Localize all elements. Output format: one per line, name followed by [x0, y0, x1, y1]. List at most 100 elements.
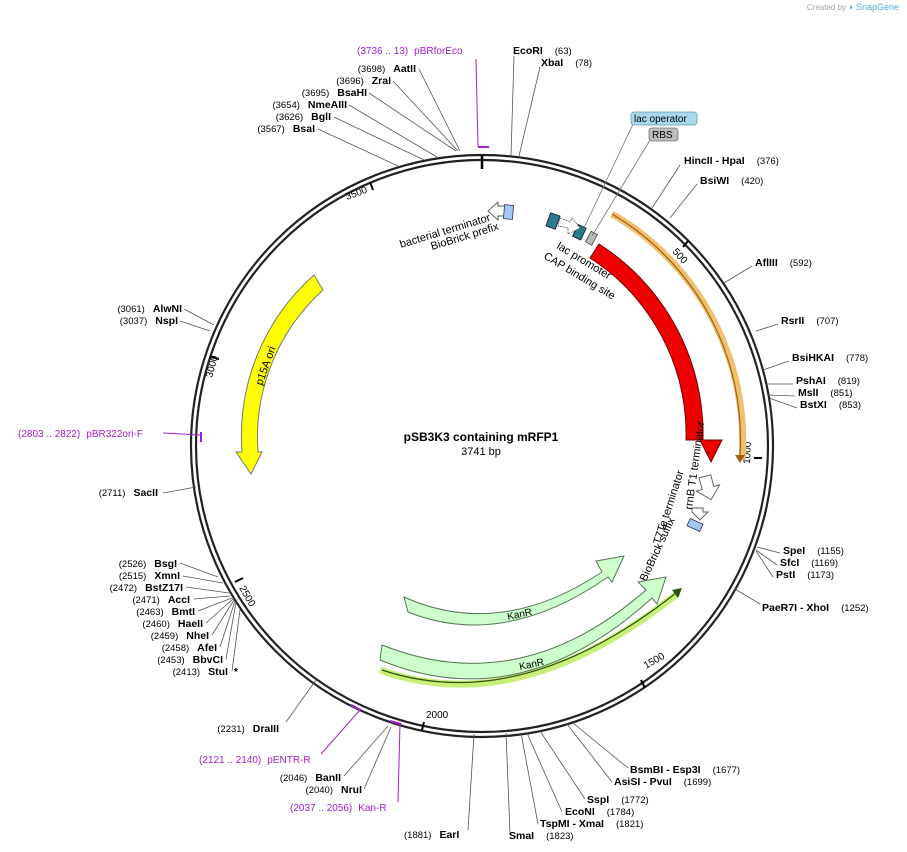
leader-bsahi	[368, 92, 457, 152]
leader-banii	[343, 725, 389, 777]
tick-1500	[640, 679, 646, 689]
biobrick-suffix-box	[686, 517, 704, 533]
site-nspi: (3037)NspI	[120, 315, 178, 327]
leader-nhei	[211, 599, 235, 636]
site-acci: (2471)AccI	[132, 594, 190, 606]
site-sacii: (2711)SacII	[99, 487, 158, 499]
site-xmni: (2515)XmnI	[119, 570, 180, 582]
leader-sspi	[539, 730, 586, 800]
tick-3000	[210, 356, 220, 360]
site-zrai: (3696)ZraI	[336, 75, 391, 87]
site-tspmi-xmai: TspMI - XmaI(1821)	[540, 818, 643, 830]
tick-2500	[234, 577, 244, 583]
leader-xbai	[518, 66, 541, 157]
primer-line-kanr	[397, 723, 401, 803]
kanr-label-outer: KanR	[518, 657, 545, 673]
site-bsai: (3567)BsaI	[257, 123, 315, 135]
credit: Created by ◗ SnapGene	[807, 2, 899, 12]
primer-mark-pentr	[350, 704, 362, 711]
lac-operator-tag	[630, 111, 698, 126]
leader-smai	[505, 732, 511, 835]
kanr-label-inner: KanR	[506, 607, 533, 623]
leader-nrui	[363, 726, 392, 790]
rbs-box	[584, 230, 598, 246]
site-pshai: PshAI(819)	[796, 375, 860, 387]
primer-line-pbrforeco	[475, 58, 479, 148]
site-sspi: SspI(1772)	[587, 794, 649, 806]
primer-pentr-r: (2121 .. 2140)pENTR-R	[199, 755, 311, 766]
leader-spei	[756, 546, 781, 554]
site-bsahi: (3695)BsaHI	[302, 87, 367, 99]
leader-aatii	[418, 68, 461, 152]
kanr-arrow-inner	[403, 555, 625, 626]
site-afei: (2458)AfeI	[162, 642, 217, 654]
tick-label-2000: 2000	[426, 710, 449, 721]
lac-operator-line	[583, 121, 635, 229]
leader-afliii	[723, 265, 753, 284]
leader-eari	[467, 733, 475, 831]
primer-pbr322ori-f: (2803 .. 2822)pBR322ori-F	[18, 429, 143, 440]
leader-sacii	[162, 486, 197, 494]
leader-bstz17i	[185, 586, 230, 594]
site-msli: MslI(851)	[798, 387, 853, 399]
leader-hincii	[651, 164, 681, 209]
lac-operator-box	[545, 212, 561, 230]
sites-left: (3698)AatII (3696)ZraI (3695)BsaHI (3654…	[99, 63, 416, 796]
tick-2000	[421, 721, 425, 731]
leader-alwni	[183, 308, 215, 326]
leader-ecori	[510, 55, 515, 156]
site-paer7i-xhoi: PaeR7I - XhoI(1252)	[762, 602, 869, 614]
leader-rsrii	[755, 323, 779, 332]
highlight-arc-green-line	[381, 592, 677, 684]
leader-bsiwi	[669, 183, 698, 219]
primer-mark-kanr	[389, 720, 402, 725]
leader-bstxi	[768, 397, 798, 409]
leader-stui	[231, 609, 241, 672]
site-spei: SpeI(1155)	[783, 545, 844, 557]
tick-label-1000: 1000	[742, 441, 754, 464]
highlight-arc-orange-arrow	[735, 455, 745, 463]
rbs-tag-label: RBS	[652, 130, 673, 141]
site-smai: SmaI(1823)	[509, 830, 574, 842]
leader-bmti	[197, 597, 233, 612]
leader-bsgi	[179, 562, 219, 578]
leader-tspmi	[520, 732, 539, 825]
leader-msli	[767, 394, 796, 397]
site-stui: (2413)StuI*	[173, 666, 239, 678]
highlight-arc-orange-line	[611, 213, 742, 456]
leader-acci	[193, 595, 231, 600]
tick-500	[682, 240, 689, 248]
site-haeii: (2460)HaeII	[142, 618, 203, 630]
site-nrui: (2040)NruI	[306, 784, 363, 796]
rbs-line	[591, 139, 651, 237]
leader-zrai	[392, 80, 459, 152]
leader-econi	[526, 732, 563, 813]
site-rsrii: RsrII(707)	[781, 315, 839, 327]
site-bstxi: BstXI(853)	[800, 399, 861, 411]
site-afliii: AflIII(592)	[755, 257, 812, 269]
credit-prefix: Created by	[806, 3, 847, 12]
kanr-arrow-outer	[379, 576, 667, 680]
site-bsmbi-esp3i: BsmBI - Esp3I(1677)	[630, 764, 740, 776]
site-aatii: (3698)AatII	[358, 63, 416, 75]
biobrick-prefix-box	[502, 204, 515, 220]
mrfp1-arrow	[589, 243, 723, 464]
site-xbai: XbaI(78)	[541, 57, 592, 69]
site-asisi-pvui: AsiSI - PvuI(1699)	[614, 776, 711, 788]
leader-asisi	[566, 723, 613, 783]
site-bsgi: (2526)BsgI	[119, 558, 177, 570]
leader-xhoi	[734, 588, 761, 605]
primer-line-pentr	[320, 709, 361, 755]
primer-leader-lines	[162, 58, 479, 803]
tick-3500	[369, 181, 374, 191]
site-bgli: (3626)BglI	[276, 111, 331, 123]
leader-nmeaiii	[348, 104, 438, 158]
site-bstz17i: (2472)BstZ17I	[110, 582, 183, 594]
site-bmti: (2463)BmtI	[136, 606, 195, 618]
t7te-terminator-arrow	[691, 507, 710, 521]
site-bsiwi: BsiWI(420)	[700, 175, 763, 187]
lac-promoter-arrow	[557, 217, 581, 235]
tick-marks	[210, 181, 762, 731]
site-bsihkai: BsiHKAI(778)	[792, 352, 868, 364]
